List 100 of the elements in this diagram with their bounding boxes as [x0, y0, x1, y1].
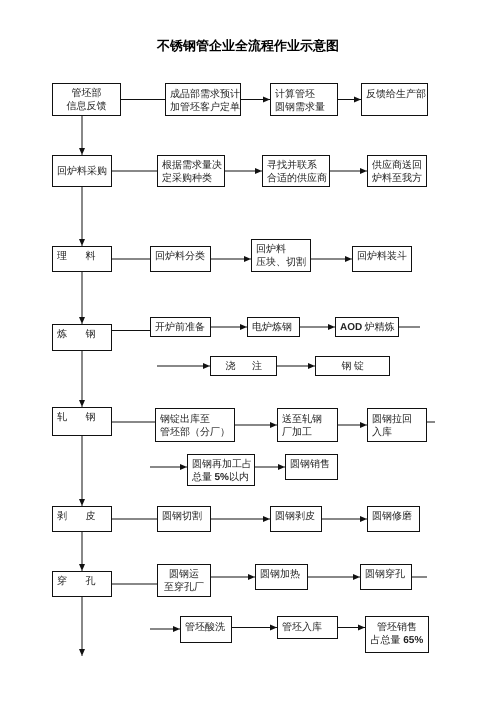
arrow [310, 256, 352, 262]
process-box [165, 83, 241, 116]
connector-line [112, 170, 158, 172]
arrow [338, 624, 366, 630]
process-box [360, 564, 412, 590]
node-label: 理 料 [57, 250, 96, 263]
arrow [210, 324, 248, 330]
arrow [338, 422, 368, 428]
node-label: 圆钢加热 [260, 568, 301, 581]
arrow [338, 96, 362, 102]
node-label: 圆钢修磨 [372, 510, 413, 523]
node-label: 开炉前准备 [155, 321, 206, 334]
arrow [156, 363, 210, 369]
stage-box [52, 324, 112, 351]
node-label: 反馈给生产部 [366, 88, 423, 101]
process-box [150, 246, 211, 272]
arrow [79, 116, 85, 156]
node-label: 圆钢运至穿孔厂 [163, 568, 205, 594]
node-label: 根据需求量决定采购种类 [162, 159, 220, 185]
stage-box [52, 246, 112, 272]
arrow [79, 350, 85, 408]
arrow [79, 596, 85, 656]
process-box [365, 616, 429, 653]
arrow [150, 626, 180, 632]
process-box [277, 616, 338, 639]
node-label: 回炉料压块、切割 [256, 243, 306, 269]
node-label: 圆钢切割 [162, 510, 203, 523]
arrow [234, 422, 278, 428]
process-box [255, 564, 308, 590]
process-box [277, 408, 338, 442]
process-box [247, 317, 300, 337]
diagram-title: 不锈钢管企业全流程作业示意图 [157, 38, 339, 55]
node-label: 剥 皮 [57, 510, 96, 523]
node-label: 圆钢销售 [290, 458, 331, 471]
arrow [330, 168, 368, 174]
node-label: 圆钢再加工占总量 5%以内 [192, 458, 250, 484]
node-label: 圆钢拉回入库 [372, 413, 413, 439]
process-box [187, 454, 255, 486]
process-box [270, 83, 338, 116]
node-label: AOD 炉精炼 [340, 321, 394, 334]
node-label: 回炉料采购 [57, 165, 107, 178]
connector-line [398, 326, 420, 328]
process-box [262, 155, 330, 187]
process-box [285, 454, 338, 480]
node-label: 电炉炼钢 [252, 321, 293, 334]
stage-box [52, 506, 112, 532]
arrow [210, 574, 256, 580]
stage-box [52, 155, 112, 187]
node-label: 回炉料分类 [155, 250, 206, 263]
process-box [367, 155, 427, 187]
connector-line [412, 576, 428, 578]
process-box [352, 246, 412, 272]
node-label: 浇 注 [224, 360, 263, 373]
node-label: 钢锭出库至管坯部（分厂） [160, 413, 230, 439]
process-box [315, 356, 390, 376]
arrow [276, 363, 316, 369]
process-box [180, 616, 232, 643]
connector-line [112, 518, 158, 520]
node-label: 管坯酸洗 [185, 621, 226, 634]
stage-box [52, 407, 112, 436]
connector-line [112, 258, 150, 260]
process-box [367, 506, 420, 532]
arrow [322, 516, 368, 522]
node-label: 管坯部信息反馈 [66, 87, 108, 113]
node-label: 送至轧钢厂加工 [282, 413, 323, 439]
process-box [210, 356, 277, 376]
connector-line [112, 330, 150, 331]
arrow [240, 96, 270, 102]
arrow [210, 256, 252, 262]
process-box [155, 408, 235, 442]
process-box [367, 408, 427, 442]
node-label: 穿 孔 [57, 575, 96, 588]
arrow [79, 272, 85, 324]
node-label: 圆钢穿孔 [365, 568, 406, 581]
node-label: 寻找并联系合适的供应商 [267, 159, 325, 185]
node-label: 圆钢剥皮 [275, 510, 316, 523]
node-label: 供应商送回炉料至我方 [372, 159, 422, 185]
arrow [79, 186, 85, 246]
node-label: 管坯入库 [282, 621, 323, 634]
process-box [157, 564, 211, 597]
process-box [335, 317, 399, 337]
node-label: 轧 钢 [57, 411, 96, 424]
arrow [308, 574, 360, 580]
arrow [224, 168, 262, 174]
stage-box [52, 571, 112, 597]
arrow [79, 532, 85, 572]
node-label: 回炉料装斗 [357, 250, 407, 263]
node-label: 计算管坯圆钢需求量 [275, 88, 326, 114]
node-label: 炼 钢 [57, 328, 96, 341]
arrow [79, 436, 85, 506]
process-box [251, 239, 311, 272]
arrow [254, 464, 286, 470]
arrow [150, 464, 188, 470]
process-box [150, 317, 211, 337]
arrow [300, 324, 336, 330]
arrow [210, 516, 270, 522]
node-label: 钢 锭 [340, 360, 365, 373]
node-label: 管坯销售占总量 65% [370, 621, 424, 647]
arrow [232, 624, 278, 630]
process-box [361, 83, 428, 116]
